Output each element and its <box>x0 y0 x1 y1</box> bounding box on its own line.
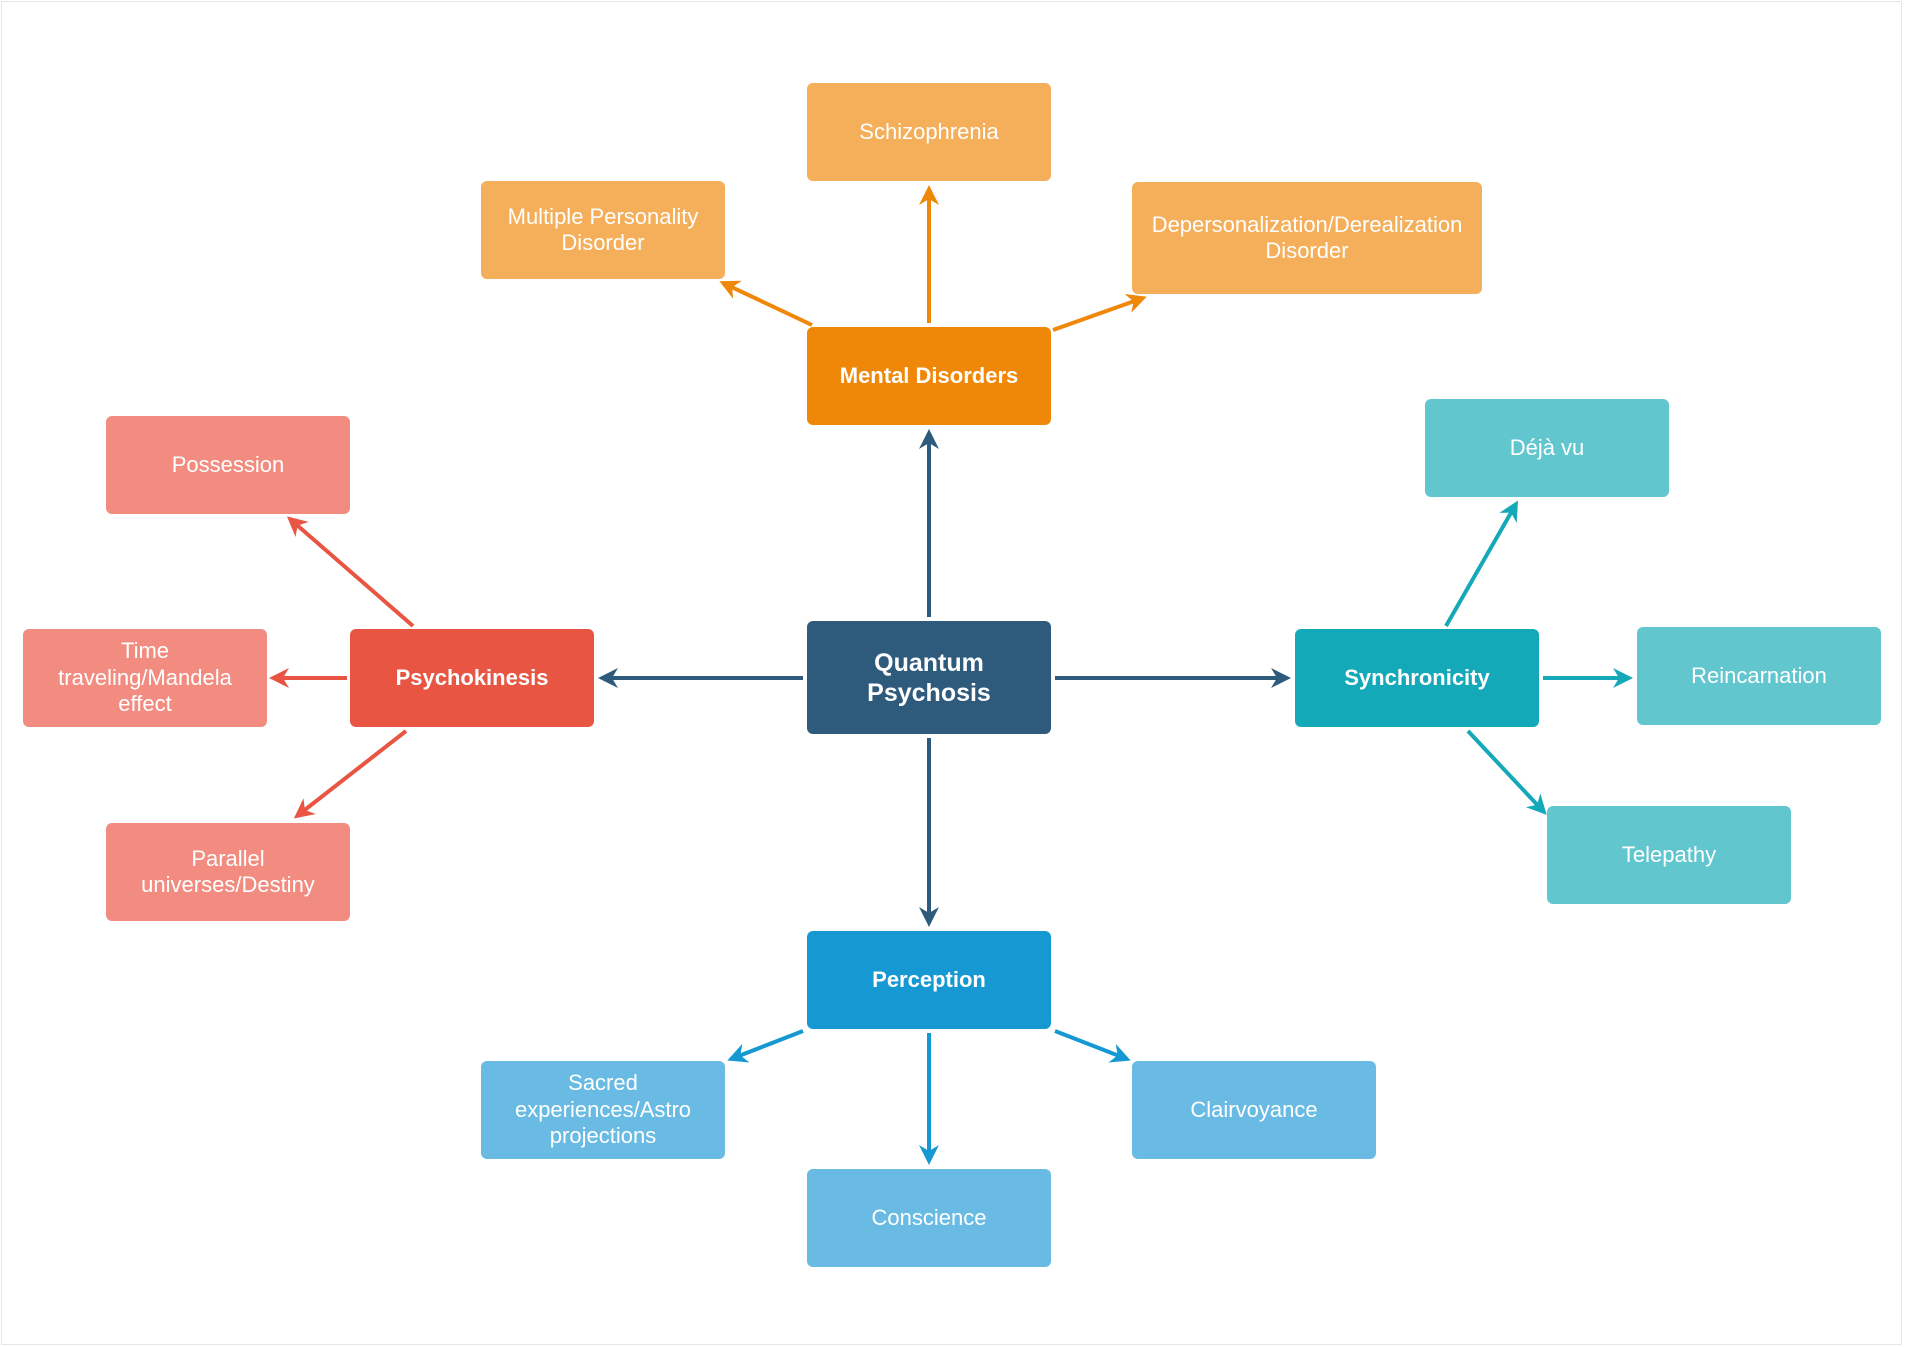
node-mental-disorders[interactable]: Mental Disorders <box>807 327 1051 425</box>
node-label: Possession <box>171 451 285 477</box>
node-multiple-personality-disorder[interactable]: Multiple Personality Disorder <box>481 181 725 279</box>
arrow-mental-to-multiple-personality <box>719 280 813 327</box>
node-perception[interactable]: Perception <box>807 931 1051 1029</box>
arrow-psychokinesis-to-possession <box>286 516 415 628</box>
node-synchronicity[interactable]: Synchronicity <box>1295 629 1539 727</box>
node-conscience[interactable]: Conscience <box>807 1169 1051 1267</box>
arrow-perception-to-sacred <box>727 1029 804 1063</box>
node-label: Telepathy <box>1621 841 1717 867</box>
arrow-synchronicity-to-telepathy <box>1466 729 1547 815</box>
node-label: Time traveling/Mandela effect <box>58 638 232 717</box>
node-label: Multiple Personality Disorder <box>507 203 699 255</box>
node-time-traveling-mandela-effect[interactable]: Time traveling/Mandela effect <box>23 629 267 727</box>
node-schizophrenia[interactable]: Schizophrenia <box>807 83 1051 181</box>
node-label: Psychokinesis <box>395 664 549 690</box>
arrow-psychokinesis-to-parallel-universes <box>293 729 408 819</box>
node-parallel-universes-destiny[interactable]: Parallel universes/Destiny <box>106 823 350 921</box>
node-label: Perception <box>872 966 986 992</box>
arrow-synchronicity-to-deja-vu <box>1444 500 1518 627</box>
node-label: Synchronicity <box>1344 664 1490 690</box>
arrow-mental-to-depersonalization <box>1052 293 1147 332</box>
node-possession[interactable]: Possession <box>106 416 350 514</box>
node-telepathy[interactable]: Telepathy <box>1547 806 1791 904</box>
node-sacred-experiences-astro-projections[interactable]: Sacred experiences/Astro projections <box>481 1061 725 1159</box>
node-label: Sacred experiences/Astro projections <box>514 1070 692 1149</box>
node-deja-vu[interactable]: Déjà vu <box>1425 399 1669 497</box>
node-label: Parallel universes/Destiny <box>141 845 315 897</box>
node-label: Conscience <box>871 1204 987 1230</box>
node-clairvoyance[interactable]: Clairvoyance <box>1132 1061 1376 1159</box>
node-label: Quantum Psychosis <box>867 648 991 707</box>
node-label: Mental Disorders <box>839 362 1019 388</box>
node-reincarnation[interactable]: Reincarnation <box>1637 627 1881 725</box>
node-quantum-psychosis[interactable]: Quantum Psychosis <box>807 621 1051 734</box>
node-psychokinesis[interactable]: Psychokinesis <box>350 629 594 727</box>
node-label: Déjà vu <box>1509 434 1585 460</box>
arrow-perception-to-clairvoyance <box>1054 1029 1131 1063</box>
node-label: Reincarnation <box>1691 662 1827 688</box>
node-label: Depersonalization/Derealization Disorder <box>1151 211 1463 263</box>
node-label: Clairvoyance <box>1190 1096 1318 1122</box>
node-label: Schizophrenia <box>859 118 999 144</box>
node-depersonalization-derealization-disorder[interactable]: Depersonalization/Derealization Disorder <box>1132 182 1482 294</box>
